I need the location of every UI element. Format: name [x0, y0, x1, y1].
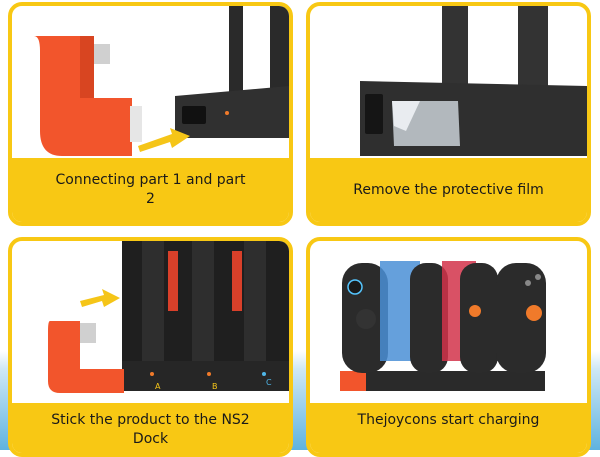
step-1-panel: Connecting part 1 and part 2	[8, 2, 293, 226]
step-3-caption-bar: Stick the product to the NS2 Dock	[12, 403, 289, 453]
step-3-panel: A B C Stick the product to the NS2 Dock	[8, 237, 293, 457]
slot-label-b: B	[212, 382, 218, 391]
step-4-caption-bar: Thejoycons start charging	[310, 403, 587, 453]
usb-c-port	[182, 106, 206, 124]
step-4-panel: Thejoycons start charging	[306, 237, 591, 457]
dock-upright	[229, 6, 243, 101]
step-3-illustration: A B C	[12, 241, 289, 393]
usb-plug	[94, 44, 110, 64]
joycon-middle-1	[410, 263, 448, 373]
step-4-caption: Thejoycons start charging	[357, 412, 540, 428]
step-2-caption-bar: Remove the protective film	[310, 158, 587, 222]
dock-body	[175, 86, 289, 138]
slot-label-a: A	[155, 382, 161, 391]
adapter-part	[34, 36, 142, 156]
adapter-part	[48, 321, 124, 393]
step-3-caption: Stick the product to the NS2 Dock	[51, 412, 250, 447]
step-1-illustration	[12, 6, 289, 158]
charging-dock	[340, 371, 545, 391]
step-2-caption: Remove the protective film	[353, 181, 544, 198]
step-2-illustration	[310, 6, 587, 158]
step-1-caption-bar: Connecting part 1 and part 2	[12, 158, 289, 222]
joycon-right	[496, 263, 546, 373]
usb-c-port	[365, 94, 383, 134]
slot-label-c: C	[266, 378, 272, 387]
step-2-panel: Remove the protective film	[306, 2, 591, 226]
step-4-illustration	[310, 241, 587, 393]
joycon-middle-2	[460, 263, 498, 373]
arrow-icon	[138, 128, 190, 152]
connector-red	[168, 251, 178, 311]
step-1-caption: Connecting part 1 and part 2	[55, 172, 246, 207]
arrow-icon	[80, 289, 120, 307]
usb-plug	[80, 323, 96, 343]
